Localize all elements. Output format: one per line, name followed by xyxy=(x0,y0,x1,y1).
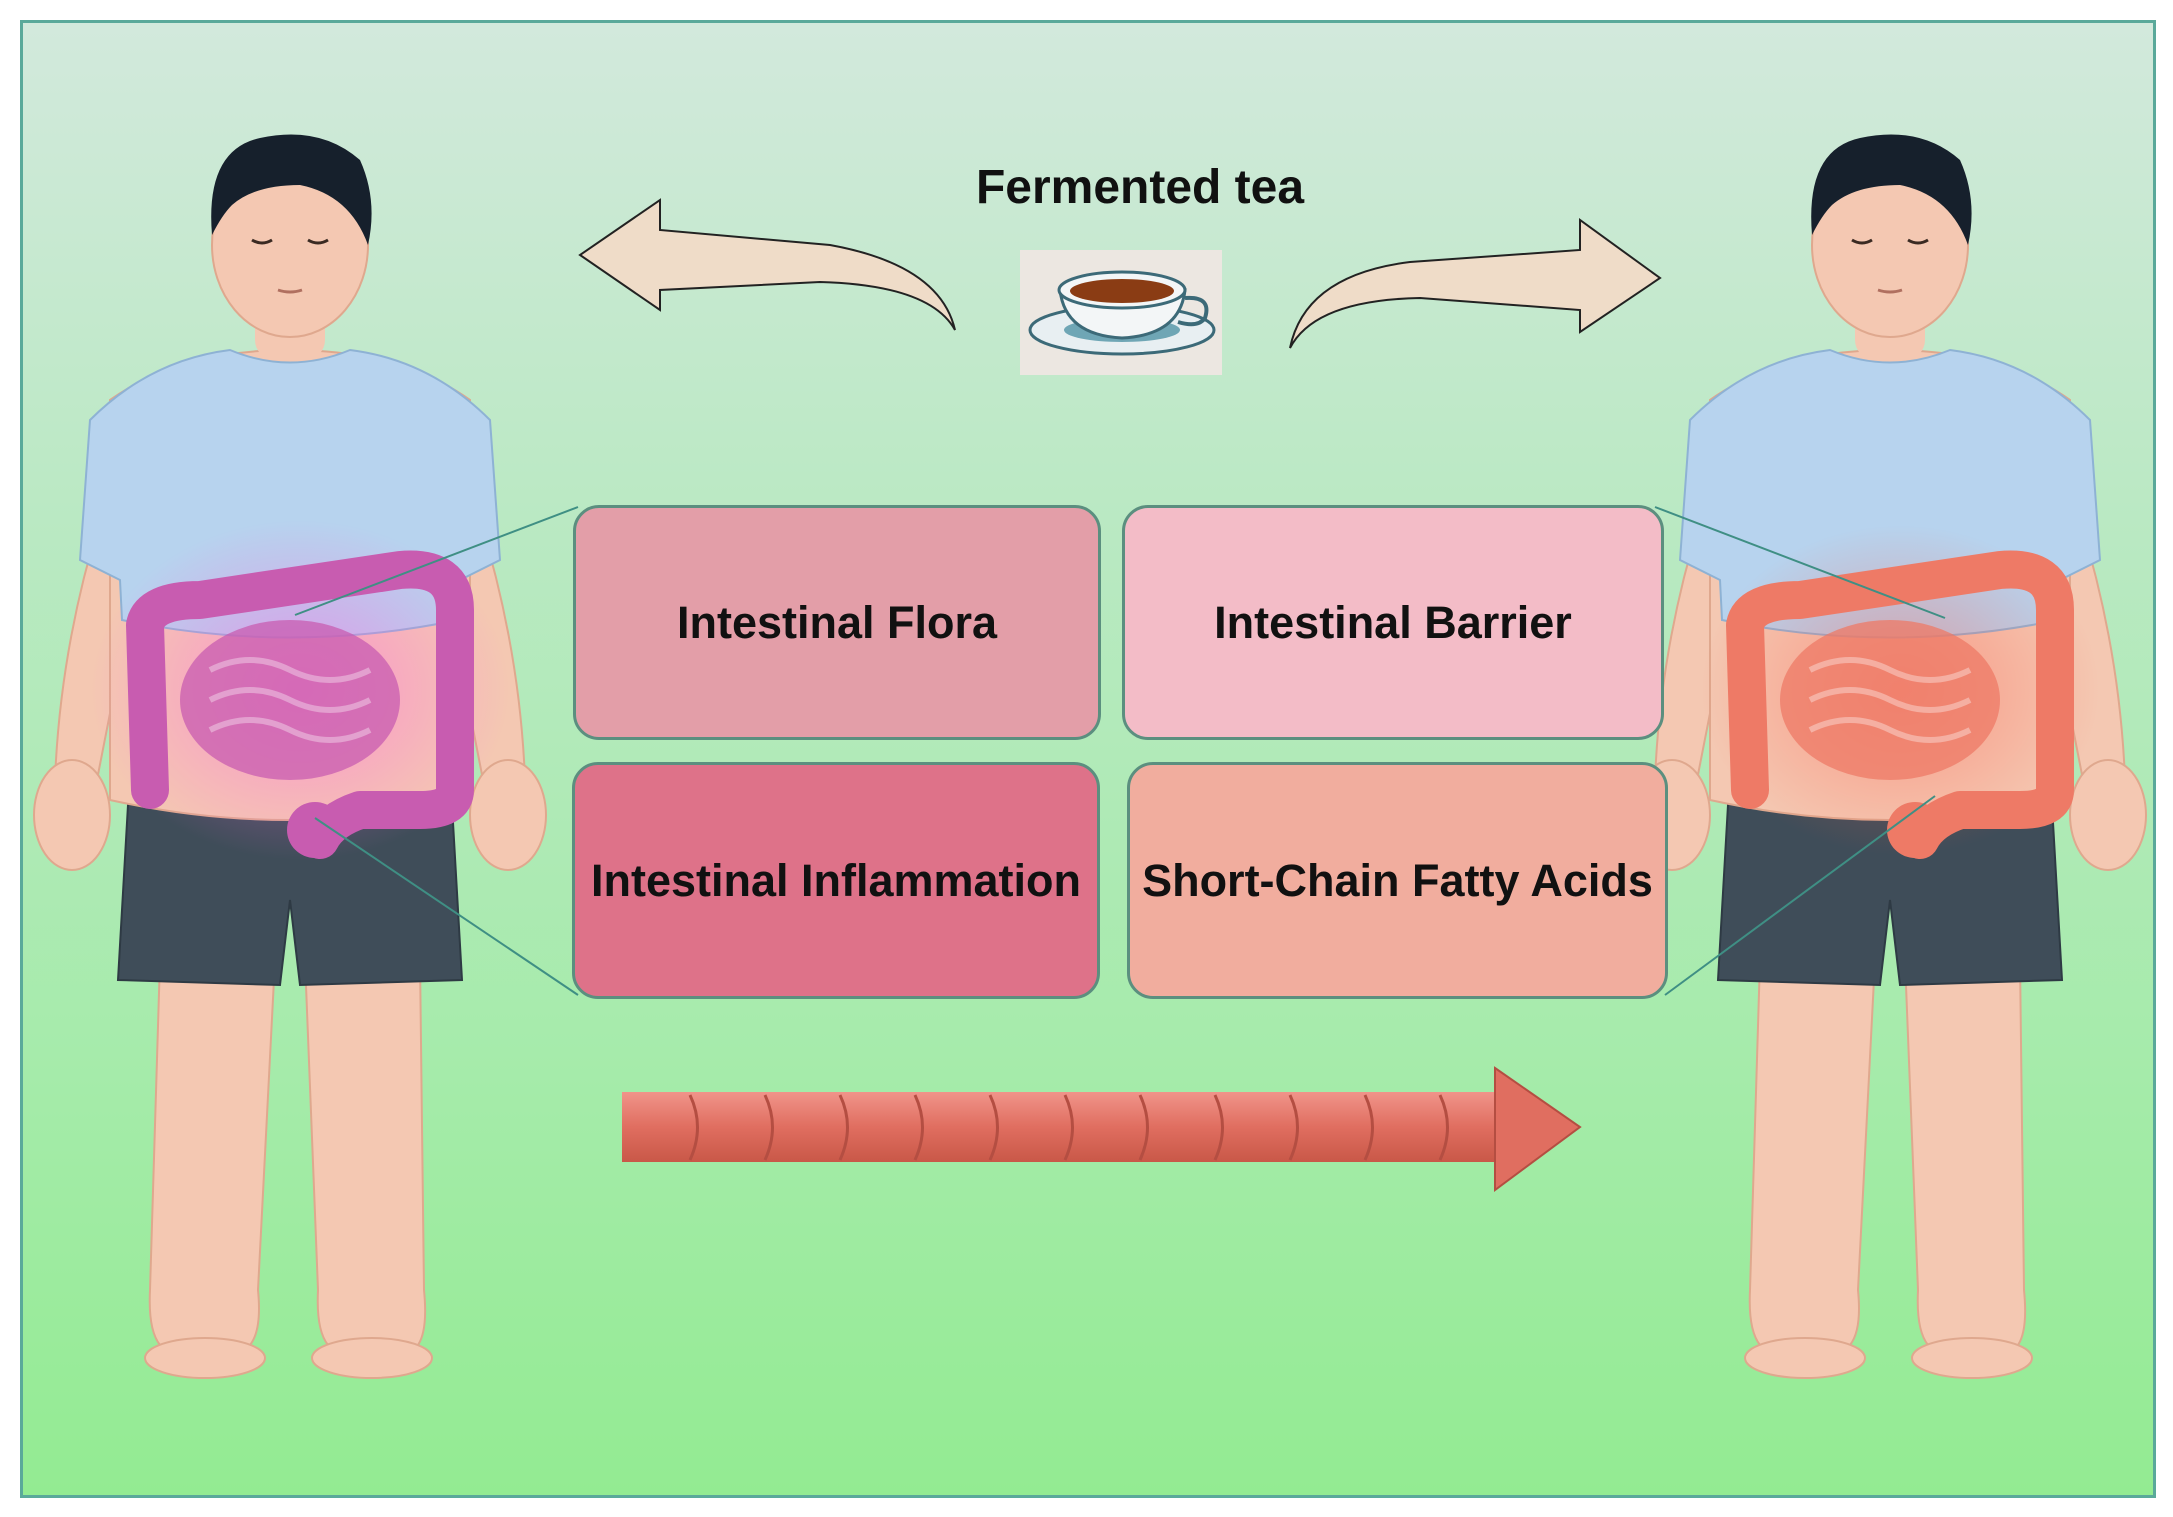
box-intestinal-flora: Intestinal Flora xyxy=(573,505,1101,740)
connector-lines xyxy=(294,506,1946,996)
box-label: Short-Chain Fatty Acids xyxy=(1142,854,1653,906)
arrow-left-icon xyxy=(578,198,956,331)
box-label: Intestinal Inflammation xyxy=(590,854,1082,906)
tea-cup-icon xyxy=(1020,250,1222,375)
progress-arrow-icon xyxy=(622,1066,1582,1192)
arrow-right-icon xyxy=(1289,218,1662,349)
diagram-title: Fermented tea xyxy=(975,161,1305,214)
box-intestinal-barrier: Intestinal Barrier xyxy=(1122,505,1664,740)
box-label: Intestinal Flora xyxy=(676,596,998,648)
box-short-chain-fatty-acids: Short-Chain Fatty Acids xyxy=(1127,762,1668,999)
person-before-icon xyxy=(32,132,548,1380)
box-intestinal-inflammation: Intestinal Inflammation xyxy=(572,762,1100,999)
person-after-icon xyxy=(1632,132,2148,1380)
box-label: Intestinal Barrier xyxy=(1214,596,1572,648)
